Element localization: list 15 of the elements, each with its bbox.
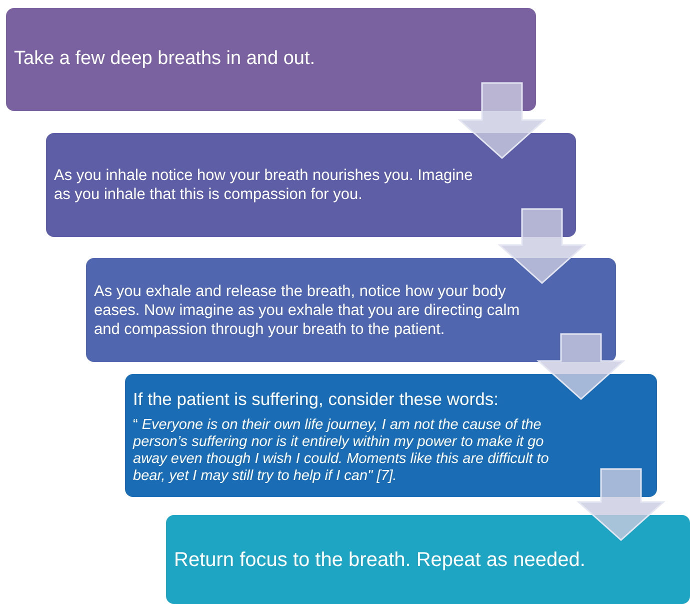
step-box — [46, 133, 576, 237]
step-text: As you inhale notice how your breath nourishes you. Imagine as you inhale that this is compassion for you. — [53, 166, 474, 204]
step-text: If the patient is suffering, consider these words: — [132, 388, 500, 412]
step-text: Return focus to the breath. Repeat as needed. — [173, 548, 586, 572]
step-box — [166, 515, 690, 604]
step-box — [125, 374, 657, 497]
step-box — [6, 8, 536, 111]
quote-text: “ Everyone is on their own life journey, I am not the cause of the person’s suffering nor is it entirely within my power to make it go away even though I wish I could. Moments like this are difficult to bear, yet I may still try to help if I can" [7]. — [132, 416, 550, 485]
step-text: As you exhale and release the breath, notice how your body eases. Now imagine as you exhale that you are directing calm and compassion through your breath to the patient. — [93, 282, 521, 338]
block-arrow — [576, 468, 666, 541]
block-arrow — [536, 333, 626, 400]
step-box — [86, 258, 616, 362]
step-text: Take a few deep breaths in and out. — [13, 47, 316, 72]
block-arrow — [458, 82, 546, 159]
block-arrow — [498, 208, 586, 284]
